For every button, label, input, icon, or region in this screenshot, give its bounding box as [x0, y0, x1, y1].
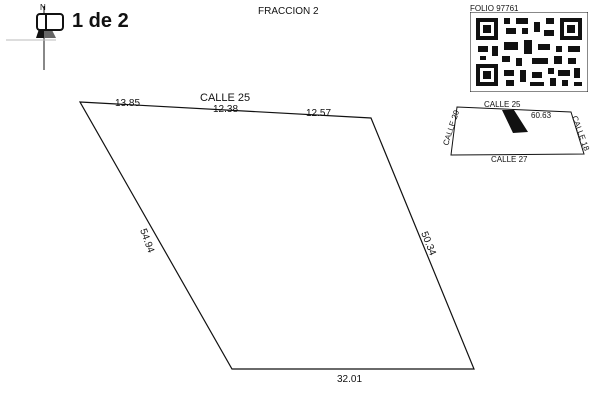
block-outline [450, 106, 585, 156]
lot-bottom-side: 32.01 [337, 374, 362, 385]
pager-text: 1 de 2 [72, 10, 129, 32]
lot-segment-1: 13.85 [115, 98, 140, 109]
lot-outline [78, 101, 475, 370]
map-left-street: CALLE 20 [441, 109, 461, 147]
map-top-street: CALLE 25 [484, 100, 521, 109]
folio-label: FOLIO 97761 [470, 4, 519, 13]
lot-top-street: CALLE 25 [200, 92, 250, 104]
lot-segment-2: 12.38 [213, 104, 238, 115]
map-measure: 60.63 [531, 111, 552, 120]
pager[interactable]: 1 de 2 [36, 10, 129, 33]
qr-code-icon [470, 12, 588, 92]
north-label: N [40, 3, 46, 12]
lot-segment-3: 12.57 [306, 108, 331, 119]
map-bottom-street: CALLE 27 [491, 155, 528, 164]
lot-marker [502, 110, 528, 133]
map-right-street: CALLE 18 [570, 115, 591, 153]
page-toggle-icon[interactable] [36, 12, 64, 31]
page-title: FRACCION 2 [258, 6, 319, 17]
